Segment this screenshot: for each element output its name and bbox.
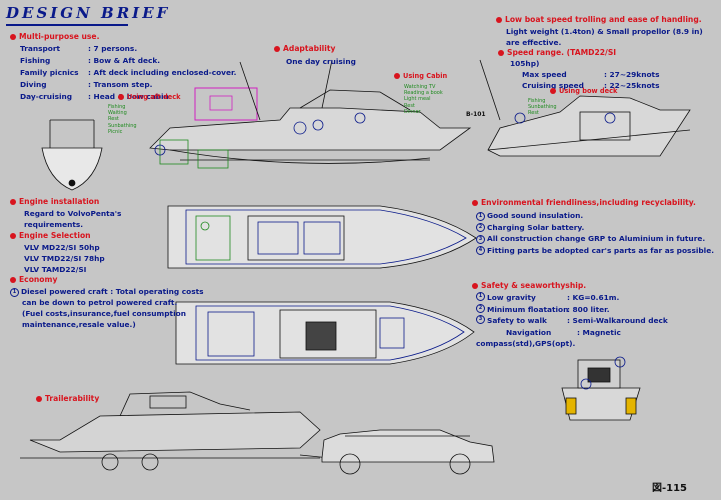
- adaptability-text: One day cruising: [286, 57, 356, 66]
- bullet-icon: [472, 283, 478, 289]
- bullet-icon: [10, 34, 16, 40]
- bullet-icon: [496, 17, 502, 23]
- engine-installation-line2: requirements.: [24, 220, 84, 229]
- list-item: Fishing: [108, 104, 126, 110]
- list-item: (Fuel costs,insurance,fuel consumption: [22, 309, 186, 318]
- engine-installation-heading: Engine installation: [10, 197, 99, 206]
- list-item: Fishing: [528, 98, 546, 104]
- bow-deck-list: Fishing Sunbathing Rest: [528, 98, 557, 117]
- engine-selection-list: VLV MD22/SI 50hp VLV TMD22/SI 78hp VLV T…: [24, 242, 105, 275]
- max-speed-label: Max speed: [522, 70, 567, 79]
- using-bow-deck-label: Using bow deck: [550, 87, 617, 95]
- list-item: VLV MD22/SI 50hp: [24, 243, 100, 252]
- bullet-icon: [10, 233, 16, 239]
- list-item: compass(std),GPS(opt).: [476, 339, 576, 348]
- number-3-icon: 3: [476, 315, 485, 324]
- economy-heading: Economy: [10, 275, 57, 284]
- rear-view-drawing: [561, 356, 641, 421]
- list-item: Light meal: [404, 96, 431, 103]
- number-1-icon: 1: [476, 211, 485, 221]
- number-1-icon: 1: [10, 287, 19, 297]
- bullet-icon: [550, 88, 556, 94]
- bullet-icon: [394, 73, 400, 79]
- environment-heading: Environmental friendliness,including rec…: [472, 198, 696, 207]
- list-item: VLV TMD22/SI 78hp: [24, 254, 105, 263]
- adaptability-heading: Adaptability: [274, 44, 335, 53]
- list-item: Watching TV: [404, 84, 436, 90]
- low-speed-line2: are effective.: [506, 38, 562, 47]
- list-item: Day-cruising: Head & bow cabin: [20, 92, 169, 101]
- using-aft-deck-label: Using aft deck: [118, 93, 181, 101]
- speed-range-heading: Speed range. (TAMD22/SI: [498, 48, 616, 57]
- bullet-icon: [274, 46, 280, 52]
- list-item: Reading a book: [404, 90, 443, 97]
- list-item: maintenance,resale value.): [22, 320, 136, 329]
- plan-view-lower: [175, 301, 475, 365]
- max-speed-value: : 27~29knots: [604, 70, 660, 79]
- engine-installation-line1: Regard to VolvoPenta's: [24, 209, 122, 218]
- list-item: Waiting: [108, 110, 127, 117]
- number-1-icon: 1: [476, 292, 485, 301]
- list-item: Navigation: Magnetic: [506, 327, 621, 337]
- cabin-list: Watching TV Reading a book Light meal Re…: [404, 84, 443, 115]
- bullet-icon: [36, 396, 42, 402]
- cruise-speed-value: : 22~25knots: [604, 81, 660, 90]
- list-item: Diving: Transom step.: [20, 80, 153, 89]
- list-item: Transport: 7 persons.: [20, 44, 138, 53]
- number-4-icon: 4: [476, 246, 485, 255]
- list-item: Rest: [528, 110, 539, 117]
- aft-deck-list: Fishing Waiting Rest Sunbathing Picnic: [108, 104, 137, 135]
- trailer-drawing: [20, 391, 495, 475]
- multipurpose-list: Transport: 7 persons. Fishing: Bow & Aft…: [20, 44, 250, 104]
- list-item: Picnic: [108, 128, 123, 135]
- figure-number: 図-115: [651, 483, 687, 494]
- list-item: Sunbathing: [108, 122, 137, 129]
- cruise-speed-label: Cruising speed: [522, 81, 584, 90]
- list-item: can be down to petrol powered craft.: [22, 298, 178, 307]
- list-item: Fishing: Bow & Aft deck.: [20, 56, 161, 65]
- page-title: DESIGN BRIEF: [6, 4, 171, 22]
- bullet-icon: [10, 199, 16, 205]
- list-item: Family picnics: Aft deck including enclo…: [20, 68, 237, 77]
- list-item: Rest: [108, 116, 119, 123]
- multipurpose-heading: Multi-purpose use.: [10, 32, 99, 41]
- plan-view-upper: [167, 205, 477, 269]
- low-speed-heading: Low boat speed trolling and ease of hand…: [496, 15, 702, 24]
- bullet-icon: [10, 277, 16, 283]
- bullet-icon: [118, 94, 124, 100]
- safety-heading: Safety & seaworthyship.: [472, 281, 586, 290]
- list-item: VLV TAMD22/SI: [24, 265, 87, 274]
- trailerability-heading: Trailerability: [36, 394, 99, 403]
- side-profile-drawing: [149, 59, 472, 169]
- bullet-icon: [472, 200, 478, 206]
- title-underline: [6, 24, 128, 26]
- number-2-icon: 2: [476, 223, 485, 232]
- bow-profile-drawing: [479, 59, 691, 157]
- drawing-label-b: B-101: [466, 111, 486, 118]
- list-item: Rest: [404, 102, 415, 109]
- front-view-drawing: [41, 119, 103, 191]
- number-3-icon: 3: [476, 234, 485, 244]
- low-speed-line1: Light weight (1.4ton) & Small propellor …: [506, 27, 703, 36]
- engine-selection-heading: Engine Selection: [10, 231, 91, 240]
- using-cabin-label: Using Cabin: [394, 72, 447, 80]
- speed-range-engine: 105hp): [510, 59, 540, 68]
- list-item: Dinner: [404, 108, 421, 115]
- number-2-icon: 2: [476, 303, 485, 313]
- list-item: Sunbathing: [528, 104, 557, 111]
- bullet-icon: [498, 50, 504, 56]
